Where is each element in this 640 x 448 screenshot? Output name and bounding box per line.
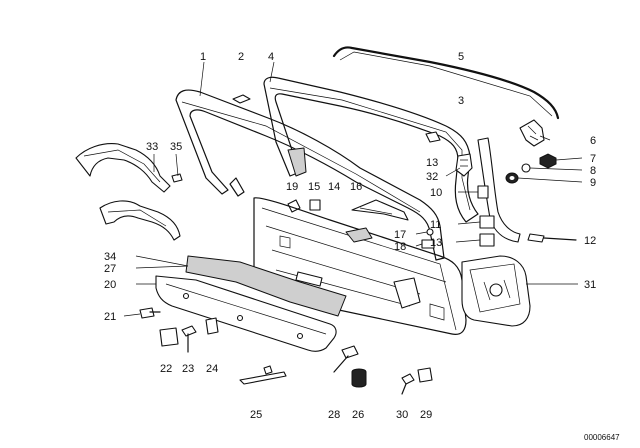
callout-14: 14: [328, 181, 340, 193]
callout-35: 35: [170, 141, 182, 153]
callout-8: 8: [590, 165, 596, 177]
part-26-bush: [351, 368, 367, 388]
callout-7: 7: [590, 153, 596, 165]
part-22-cap: [159, 327, 179, 347]
callout-18: 18: [394, 241, 406, 253]
part-11-buffer: [479, 215, 495, 229]
part-10-plug: [477, 185, 489, 199]
part-9-washer: [505, 172, 519, 184]
part-35-screw: [171, 173, 183, 183]
part-4-seal: [263, 76, 479, 223]
callout-17: 17: [394, 229, 406, 241]
callout-32: 32: [426, 171, 438, 183]
part-7-nut: [539, 153, 557, 169]
callout-19: 19: [286, 181, 298, 193]
part-13-upper-clip: [425, 131, 441, 143]
part-34-bracket: [99, 200, 181, 241]
part-24-clip: [205, 317, 219, 335]
callout-6: 6: [590, 135, 596, 147]
callout-27: 27: [104, 263, 116, 275]
callout-11: 11: [430, 219, 441, 231]
part-20-trim-panel: [155, 275, 337, 352]
part-31-lock: [461, 255, 531, 327]
part-25-handle: [239, 365, 287, 385]
part-8-washer: [521, 163, 531, 173]
callout-21: 21: [104, 311, 116, 323]
part-29-clip: [417, 367, 433, 383]
part-32-clamp: [455, 153, 473, 177]
callout-28: 28: [328, 409, 340, 421]
part-12-bolt: [527, 233, 577, 243]
part-27-liner: [185, 255, 347, 317]
callout-31: 31: [584, 279, 596, 291]
part-28-bolt: [333, 345, 359, 373]
callout-labels: 1 2 4 5 3 6 7 8 9 33 35 13 32 10 19 15 1…: [104, 51, 596, 421]
part-2-clip: [232, 94, 251, 104]
part-18-clip: [421, 239, 435, 249]
callout-24: 24: [206, 363, 218, 375]
part-16-bracket: [351, 199, 409, 221]
part-6-bracket: [519, 119, 545, 147]
part-23-bolt: [181, 325, 197, 353]
callout-25: 25: [250, 409, 262, 421]
callout-26: 26: [352, 409, 364, 421]
callout-4: 4: [268, 51, 274, 63]
callout-13-lower: 13: [430, 237, 442, 249]
callout-10: 10: [430, 187, 442, 199]
part-15-clip: [309, 199, 321, 211]
callout-33: 33: [146, 141, 158, 153]
callout-5: 5: [458, 51, 464, 63]
callout-34: 34: [104, 251, 116, 263]
callout-22: 22: [160, 363, 172, 375]
callout-16: 16: [350, 181, 362, 193]
callout-20: 20: [104, 279, 116, 291]
callout-2: 2: [238, 51, 244, 63]
leader-lines: [123, 61, 583, 317]
part-33-bracket: [75, 143, 171, 193]
callout-23: 23: [182, 363, 194, 375]
callout-13-upper: 13: [426, 157, 438, 169]
part-30-screw: [401, 373, 415, 395]
callout-1: 1: [200, 51, 206, 63]
callout-12: 12: [584, 235, 596, 247]
part-13-lower-buffer: [479, 233, 495, 247]
part-5-strip: [332, 46, 560, 120]
callout-29: 29: [420, 409, 432, 421]
callout-15: 15: [308, 181, 320, 193]
callout-9: 9: [590, 177, 596, 189]
part-21-screw: [139, 307, 161, 319]
callout-3: 3: [458, 95, 464, 107]
diagram-code: 00006647: [584, 433, 620, 442]
callout-30: 30: [396, 409, 408, 421]
